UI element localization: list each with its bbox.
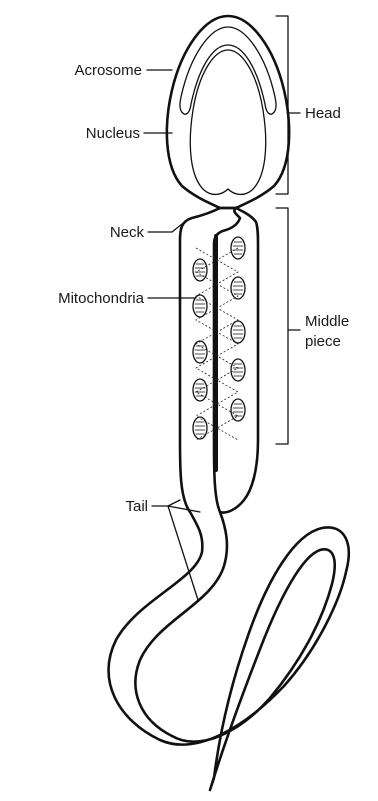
label-middle-piece-line2: piece [305,333,341,350]
mitochondria-left [193,259,207,439]
label-tail: Tail [125,498,148,515]
head-bracket [276,16,300,194]
mitochondrion [231,321,245,343]
label-nucleus: Nucleus [86,125,140,142]
mitochondrion [231,359,245,381]
label-head: Head [305,105,341,122]
mitochondrion [193,341,207,363]
label-acrosome: Acrosome [74,62,142,79]
neck-leader [148,224,182,232]
middle-piece-bracket [276,208,300,444]
label-mitochondria: Mitochondria [58,290,145,307]
mitochondrion [231,399,245,421]
mitochondrion [193,259,207,281]
label-middle-piece-line1: Middle [305,313,349,330]
label-neck: Neck [110,224,145,241]
mitochondrion [193,417,207,439]
mitochondria-right [231,237,245,421]
